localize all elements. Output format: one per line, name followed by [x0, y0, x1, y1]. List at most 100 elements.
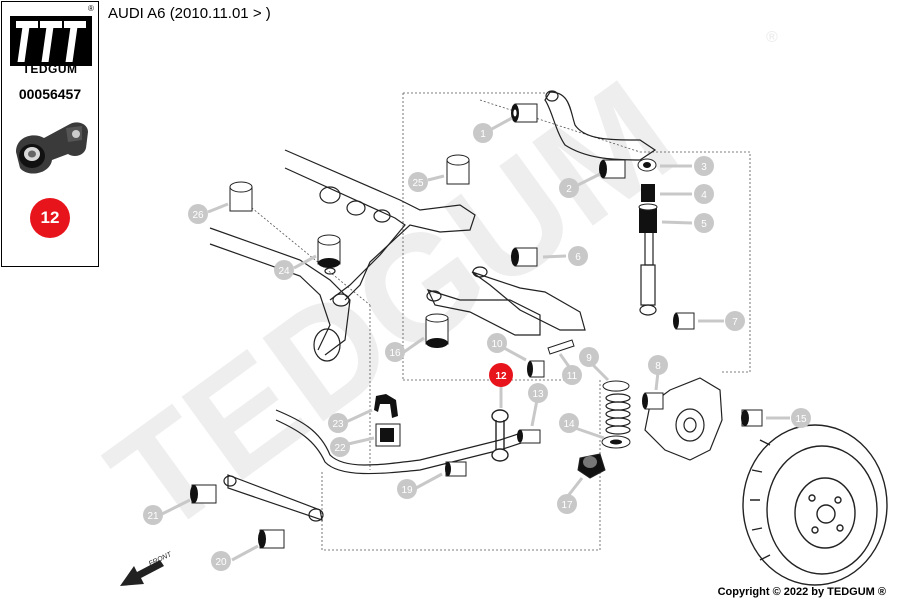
- callout-5: 5: [694, 213, 714, 233]
- callout-arrows: [161, 116, 790, 562]
- bushing-set: [190, 103, 763, 549]
- bushing-1: [511, 103, 538, 123]
- callout-4: 4: [694, 184, 714, 204]
- svg-text:25: 25: [412, 178, 424, 189]
- bushing-11: [547, 339, 575, 355]
- bushing-8: [642, 392, 664, 410]
- highlighted-part-stabilizer-link: [491, 409, 509, 462]
- trailing-link: [223, 474, 324, 522]
- bushing-7: [673, 312, 695, 330]
- svg-text:23: 23: [332, 419, 344, 430]
- callout-17: 17: [557, 494, 577, 514]
- svg-text:1: 1: [480, 129, 486, 140]
- svg-text:11: 11: [567, 371, 578, 382]
- svg-text:6: 6: [575, 252, 581, 263]
- callout-22: 22: [330, 437, 350, 457]
- wheel-knuckle: [644, 377, 723, 461]
- position-badge: 12: [30, 198, 70, 238]
- bushing-26: [229, 181, 253, 212]
- bushing-20: [258, 529, 285, 549]
- callout-26: 26: [188, 204, 208, 224]
- svg-text:24: 24: [278, 266, 290, 277]
- callout-24: 24: [274, 260, 294, 280]
- bushing-6: [511, 247, 538, 267]
- tedgum-logo: [10, 16, 92, 66]
- rear-subframe: [209, 149, 476, 362]
- callout-15: 15: [791, 408, 811, 428]
- callout-2: 2: [559, 178, 579, 198]
- bushing-22: [375, 423, 401, 447]
- svg-text:9: 9: [586, 353, 592, 364]
- bushing-4: [641, 184, 655, 202]
- part-thumbnail: [16, 122, 88, 174]
- bushing-23: [374, 394, 398, 418]
- bushing-25: [446, 154, 470, 185]
- svg-text:3: 3: [701, 162, 707, 173]
- svg-text:14: 14: [563, 419, 575, 430]
- svg-text:4: 4: [701, 190, 707, 201]
- svg-text:22: 22: [334, 443, 346, 454]
- callout-11: 11: [562, 365, 582, 385]
- watermark-text: TEDGUM: [80, 48, 705, 566]
- callout-14: 14: [559, 413, 579, 433]
- bushing-10: [527, 360, 545, 378]
- svg-text:8: 8: [655, 361, 661, 372]
- callout-6: 6: [568, 246, 588, 266]
- callout-1: 1: [473, 123, 493, 143]
- callout-23: 23: [328, 413, 348, 433]
- bushing-17: [577, 453, 606, 479]
- svg-text:26: 26: [192, 210, 204, 221]
- brand-name: TEDGUM: [22, 62, 78, 76]
- callout-21: 21: [143, 505, 163, 525]
- svg-text:7: 7: [732, 317, 738, 328]
- svg-text:5: 5: [701, 219, 707, 230]
- callout-20: 20: [211, 551, 231, 571]
- callout-8: 8: [648, 355, 668, 375]
- callout-19: 19: [397, 479, 417, 499]
- registered-mark: ®: [88, 4, 94, 13]
- bushing-16: [425, 313, 449, 348]
- part-info-panel: ® TEDGUM 00056457 12: [1, 1, 99, 267]
- svg-text:2: 2: [566, 184, 572, 195]
- svg-text:16: 16: [389, 348, 401, 359]
- callout-12: 12: [489, 363, 513, 387]
- bushing-19: [445, 461, 467, 477]
- bushing-24: [317, 234, 341, 268]
- vehicle-title: AUDI A6 (2010.11.01 > ): [108, 5, 271, 22]
- callouts: 1 2 3 4 5 6 7 8 9 10 11 12 13 14 15 16 1…: [143, 123, 811, 571]
- svg-text:10: 10: [491, 339, 503, 350]
- bushing-13: [517, 429, 541, 444]
- stabilizer-bar: [275, 409, 531, 475]
- callout-16: 16: [385, 342, 405, 362]
- bushing-15: [741, 409, 763, 427]
- callout-10: 10: [487, 333, 507, 353]
- front-direction-arrow: FRONT: [120, 551, 173, 586]
- svg-text:21: 21: [147, 511, 159, 522]
- svg-text:19: 19: [401, 485, 413, 496]
- shock-absorber: [639, 224, 657, 316]
- callout-25: 25: [408, 172, 428, 192]
- callout-3: 3: [694, 156, 714, 176]
- bushing-5: [638, 203, 658, 233]
- bushing-14: [601, 435, 631, 449]
- bushing-2: [599, 159, 626, 179]
- svg-text:12: 12: [495, 371, 507, 382]
- callout-13: 13: [528, 383, 548, 403]
- svg-text:15: 15: [795, 414, 807, 425]
- lower-control-arm: [426, 266, 586, 336]
- wheel: [742, 424, 888, 586]
- svg-text:20: 20: [215, 557, 227, 568]
- copyright-text: Copyright © 2022 by TEDGUM ®: [717, 586, 886, 598]
- callout-9: 9: [579, 347, 599, 367]
- callout-7: 7: [725, 311, 745, 331]
- bushing-3: [637, 158, 657, 172]
- svg-text:17: 17: [561, 500, 573, 511]
- watermark-reg-mark: ®: [766, 29, 778, 46]
- bushing-21: [190, 484, 217, 504]
- bushing-9: [602, 380, 630, 392]
- svg-text:13: 13: [532, 389, 544, 400]
- upper-control-arm: [544, 90, 657, 161]
- part-number: 00056457: [18, 86, 82, 102]
- watermark: TEDGUM ®: [80, 29, 778, 566]
